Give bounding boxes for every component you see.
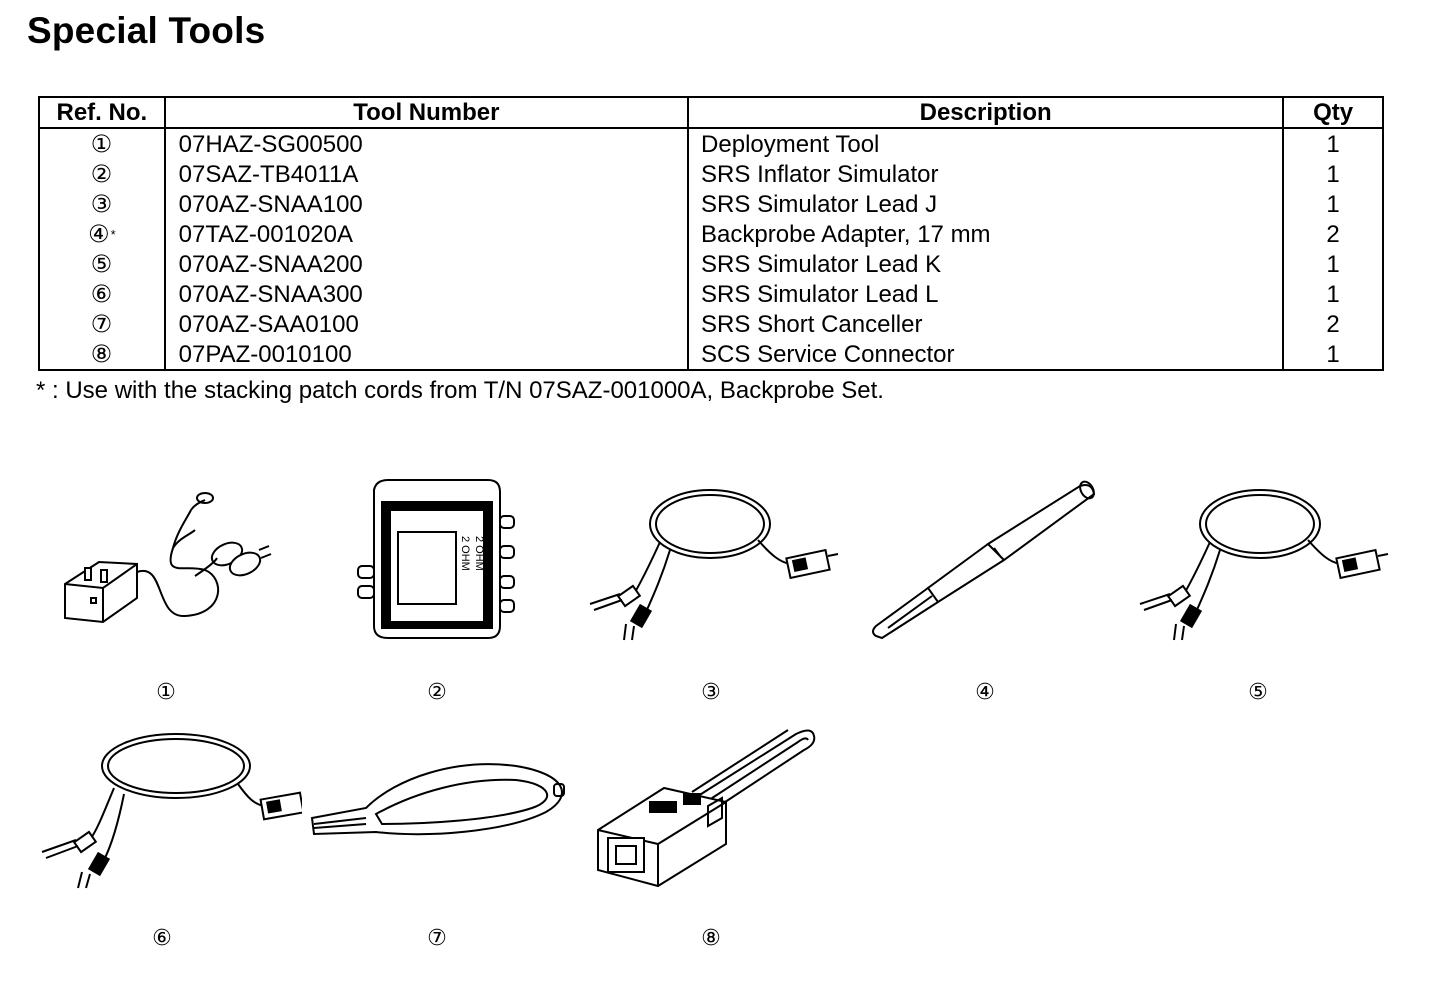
tool-number-cell: 070AZ-SAA0100 [163, 309, 690, 339]
ref-number: ⑤ [90, 250, 113, 278]
header-qty: Qty [1282, 96, 1384, 129]
qty-cell: 1 [1282, 249, 1384, 279]
figure-label: ⑧ [701, 925, 721, 950]
header-description: Description [687, 96, 1285, 129]
ref-no-cell: ⑧ [38, 339, 166, 370]
simulator-lead-k-illustration [1130, 484, 1396, 644]
simulator-lead-l-illustration [32, 728, 302, 894]
table-row: ③ 070AZ-SNAA100 SRS Simulator Lead J 1 [38, 189, 1384, 219]
inflator-simulator-illustration: JUMPER 2 OHM 2 OHM [352, 476, 524, 646]
ref-no-cell: ⑦ [38, 309, 166, 339]
table-row: ① 07HAZ-SG00500 Deployment Tool 1 [38, 128, 1384, 159]
ref-no-cell: ① [38, 128, 166, 159]
table-row: ④* 07TAZ-001020A Backprobe Adapter, 17 m… [38, 219, 1384, 249]
figure-label: ③ [701, 679, 721, 704]
simulator-label-jumper: JUMPER [379, 572, 393, 622]
ref-number: ⑥ [90, 280, 113, 308]
page-title: Special Tools [27, 10, 266, 51]
deployment-tool-illustration [55, 488, 285, 638]
tool-number-cell: 070AZ-SNAA300 [163, 279, 690, 309]
description-cell: SRS Short Canceller [687, 309, 1285, 339]
figure-label: ⑦ [427, 925, 447, 950]
description-cell: SCS Service Connector [687, 339, 1285, 370]
ref-no-cell: ⑤ [38, 249, 166, 279]
description-cell: SRS Inflator Simulator [687, 159, 1285, 189]
qty-cell: 1 [1282, 128, 1384, 159]
figure-label: ① [156, 679, 176, 704]
header-ref-no: Ref. No. [38, 96, 166, 129]
description-cell: SRS Simulator Lead J [687, 189, 1285, 219]
figure-label: ④ [975, 679, 995, 704]
qty-cell: 1 [1282, 159, 1384, 189]
description-cell: SRS Simulator Lead L [687, 279, 1285, 309]
header-tool-number: Tool Number [163, 96, 690, 129]
figure-label: ⑤ [1248, 679, 1268, 704]
description-cell: Deployment Tool [687, 128, 1285, 159]
ref-number: ⑦ [90, 310, 113, 338]
figure-label: ⑥ [152, 925, 172, 950]
qty-cell: 1 [1282, 339, 1384, 370]
short-canceller-illustration [306, 752, 576, 852]
backprobe-adapter-illustration [868, 478, 1104, 644]
ref-number: ② [90, 160, 113, 188]
special-tools-table: Ref. No. Tool Number Description Qty ① 0… [38, 96, 1384, 371]
table-row: ⑤ 070AZ-SNAA200 SRS Simulator Lead K 1 [38, 249, 1384, 279]
description-cell: Backprobe Adapter, 17 mm [687, 219, 1285, 249]
ref-number: ① [90, 130, 113, 158]
table-row: ② 07SAZ-TB4011A SRS Inflator Simulator 1 [38, 159, 1384, 189]
scs-service-connector-illustration [588, 722, 820, 892]
figure-label: ② [427, 679, 447, 704]
ref-number: ④ [88, 220, 110, 248]
ref-no-cell: ④* [38, 219, 166, 249]
tool-number-cell: 07SAZ-TB4011A [163, 159, 690, 189]
simulator-label-ohm-2: 2 OHM [473, 536, 485, 571]
ref-number: ⑧ [90, 340, 113, 368]
simulator-label-ohm-1: 2 OHM [459, 536, 471, 571]
ref-no-cell: ③ [38, 189, 166, 219]
ref-number: ③ [90, 190, 113, 218]
table-row: ⑦ 070AZ-SAA0100 SRS Short Canceller 2 [38, 309, 1384, 339]
ref-no-cell: ② [38, 159, 166, 189]
table-row: ⑧ 07PAZ-0010100 SCS Service Connector 1 [38, 339, 1384, 370]
tool-number-cell: 07HAZ-SG00500 [163, 128, 690, 159]
table-header-row: Ref. No. Tool Number Description Qty [38, 96, 1384, 129]
tool-number-cell: 070AZ-SNAA200 [163, 249, 690, 279]
simulator-lead-j-illustration [580, 484, 846, 644]
tool-number-cell: 07TAZ-001020A [163, 219, 690, 249]
qty-cell: 1 [1282, 189, 1384, 219]
description-cell: SRS Simulator Lead K [687, 249, 1285, 279]
tool-number-cell: 070AZ-SNAA100 [163, 189, 690, 219]
qty-cell: 2 [1282, 219, 1384, 249]
ref-mark: * [110, 226, 116, 242]
table-row: ⑥ 070AZ-SNAA300 SRS Simulator Lead L 1 [38, 279, 1384, 309]
qty-cell: 1 [1282, 279, 1384, 309]
ref-no-cell: ⑥ [38, 279, 166, 309]
qty-cell: 2 [1282, 309, 1384, 339]
footnote: * : Use with the stacking patch cords fr… [36, 377, 884, 404]
tool-number-cell: 07PAZ-0010100 [163, 339, 690, 370]
